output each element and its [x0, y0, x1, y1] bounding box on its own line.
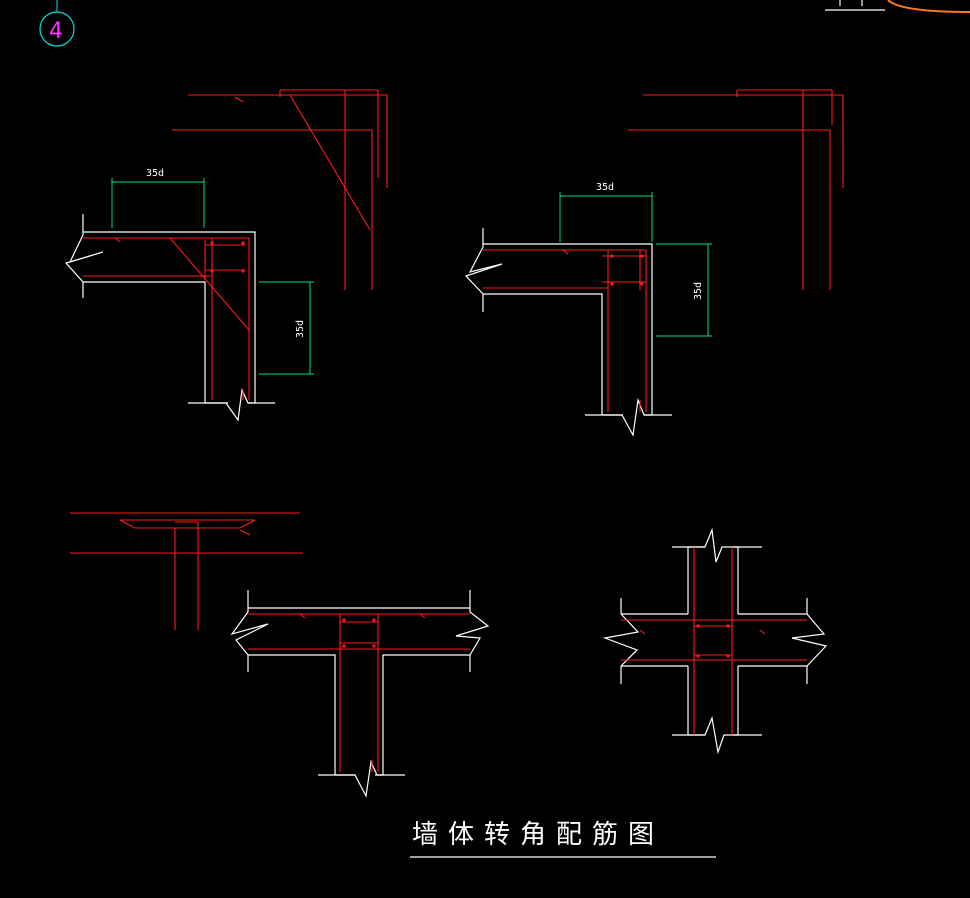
break-line-top [688, 527, 738, 563]
dimension-label-35d-h1: 35d [146, 168, 164, 179]
dimension-label-35d-v2: 35d [693, 282, 704, 300]
axis-marker-label: 4 [49, 19, 63, 44]
wall-outer-edge [83, 231, 256, 403]
break-line-bottom [335, 759, 383, 798]
top-right-fragment [825, 0, 970, 13]
wall-inner-edge [83, 281, 206, 403]
break-line-right [455, 611, 490, 656]
break-line-left [64, 234, 104, 283]
dimension-horizontal-1: 35d [111, 168, 205, 228]
axis-marker[interactable]: 4 [39, 0, 75, 47]
break-line-right [791, 613, 828, 667]
detail-cross-junction [602, 527, 828, 755]
dimension-label-35d-v1: 35d [295, 320, 306, 338]
dimension-vertical-2: 35d [656, 243, 712, 337]
break-line-left [464, 246, 503, 295]
break-line-left [230, 611, 269, 656]
detail-l-corner-right: 35d 35d [464, 89, 844, 437]
wall-outer-edge [483, 243, 653, 415]
elevation-sketch-1 [172, 89, 388, 290]
break-line-bottom [205, 387, 255, 422]
wall-inner-edge [483, 293, 603, 415]
dimension-label-35d-h2: 35d [596, 182, 614, 193]
break-line-left [602, 613, 640, 667]
dimension-horizontal-2: 35d [559, 182, 653, 242]
elevation-sketch-2 [628, 89, 844, 290]
drawing-title-block: 墙体转角配筋图 [410, 820, 716, 858]
dimension-vertical-1: 35d [259, 281, 314, 375]
t-inner-right [382, 654, 470, 775]
t-inner-left [248, 654, 336, 775]
sketch-arc [887, 0, 970, 13]
break-line-bottom [688, 715, 738, 755]
break-line-bottom [602, 397, 652, 437]
elevation-sketch-3 [70, 512, 303, 630]
drawing-title: 墙体转角配筋图 [412, 820, 664, 850]
detail-t-junction [70, 512, 490, 798]
detail-l-corner-left: 35d 35d [64, 89, 388, 422]
